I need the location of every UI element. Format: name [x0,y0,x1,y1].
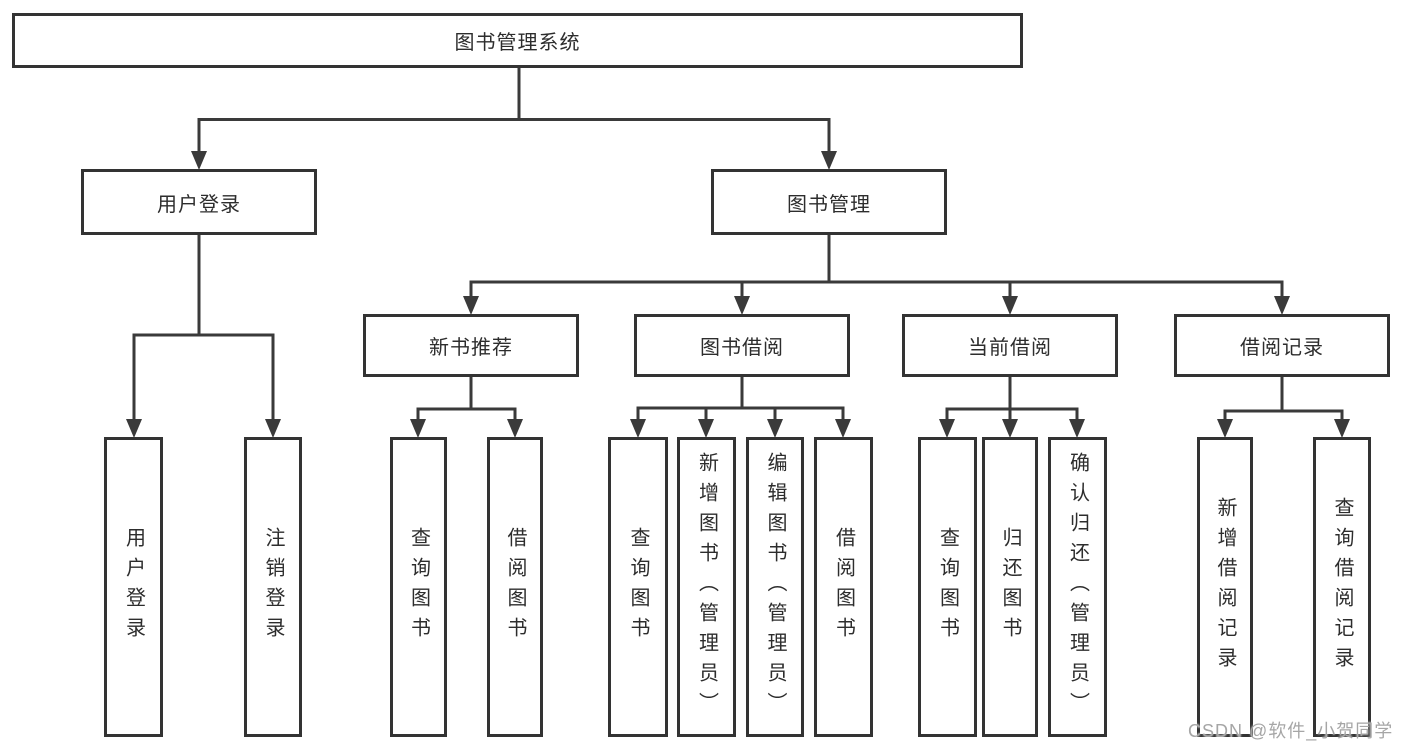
arrow-to-borrowing-records [1274,281,1290,315]
node-library-management-system: 图书管理系统 [12,13,1023,68]
node-user-login-action: 用户登录 [104,437,163,737]
arrow-to-user-login [191,119,207,170]
arrow-to-nbr-borrow-books [507,408,523,438]
node-bb-add-books-admin: 新增图书（管理员） [677,437,736,737]
node-cb-confirm-return-admin-label: 确认归还（管理员） [1066,452,1089,722]
node-logout-action: 注销登录 [244,437,302,737]
node-library-management-system-label: 图书管理系统 [454,32,581,54]
connector-book-borrowing-branch [636,375,845,410]
csdn-watermark: CSDN @软件_小贺同学 [1188,721,1394,741]
node-borrowing-records-label: 借阅记录 [1240,337,1324,359]
arrow-to-user-login-action [126,334,142,438]
arrow-to-nbr-query-books [410,408,426,438]
node-nbr-query-books: 查询图书 [390,437,447,737]
node-bb-edit-books-admin-label: 编辑图书（管理员） [764,452,786,722]
connector-borrowing-records-branch [1223,375,1344,413]
node-book-borrowing-label: 图书借阅 [700,337,784,359]
connector-book-management-branch [469,233,1284,284]
node-br-query-record: 查询借阅记录 [1313,437,1371,737]
node-bb-query-books: 查询图书 [608,437,668,737]
node-logout-action-label: 注销登录 [262,527,284,647]
connector-current-borrowing-branch [945,375,1079,411]
node-nbr-borrow-books-label: 借阅图书 [504,527,526,647]
node-cb-query-books: 查询图书 [918,437,977,737]
node-book-management-label: 图书管理 [787,193,871,216]
node-user-login: 用户登录 [81,169,317,235]
node-nbr-borrow-books: 借阅图书 [487,437,543,737]
connector-new-book-recommend-branch [416,375,517,411]
arrow-to-new-book-recommend [463,281,479,315]
arrow-to-bb-borrow-books [835,407,851,438]
node-new-book-recommend: 新书推荐 [363,314,579,377]
arrow-to-cb-return-books [1002,408,1018,438]
node-bb-add-books-admin-label: 新增图书（管理员） [695,452,718,722]
connector-root-to-level2 [197,65,831,121]
node-current-borrowing: 当前借阅 [902,314,1118,377]
node-br-add-record: 新增借阅记录 [1197,437,1253,737]
node-cb-query-books-label: 查询图书 [936,527,959,647]
arrow-to-logout-action [265,334,281,438]
arrow-to-book-borrowing [734,281,750,315]
node-cb-return-books: 归还图书 [982,437,1038,737]
node-bb-query-books-label: 查询图书 [627,527,649,647]
node-bb-borrow-books-label: 借阅图书 [832,527,855,647]
arrow-to-cb-confirm-return [1069,408,1085,438]
node-cb-confirm-return-admin: 确认归还（管理员） [1048,437,1107,737]
arrow-to-br-query-record [1334,410,1350,438]
arrow-to-current-borrowing [1002,281,1018,315]
node-br-add-record-label: 新增借阅记录 [1214,497,1236,677]
node-book-borrowing: 图书借阅 [634,314,850,377]
node-br-query-record-label: 查询借阅记录 [1331,497,1353,677]
node-bb-borrow-books: 借阅图书 [814,437,873,737]
node-cb-return-books-label: 归还图书 [999,527,1021,647]
node-book-management: 图书管理 [711,169,947,235]
node-bb-edit-books-admin: 编辑图书（管理员） [746,437,804,737]
arrow-to-book-management [821,119,837,170]
arrow-to-bb-edit-books [767,407,783,438]
arrow-to-bb-add-books [698,407,714,438]
arrow-to-cb-query-books [939,408,955,438]
connector-user-login-branch [132,233,275,337]
arrow-to-br-add-record [1217,410,1233,438]
arrow-to-bb-query-books [630,407,646,438]
node-user-login-label: 用户登录 [157,193,241,216]
node-new-book-recommend-label: 新书推荐 [429,337,513,359]
node-user-login-action-label: 用户登录 [122,527,145,647]
node-nbr-query-books-label: 查询图书 [407,527,430,647]
node-borrowing-records: 借阅记录 [1174,314,1390,377]
node-current-borrowing-label: 当前借阅 [968,337,1052,359]
